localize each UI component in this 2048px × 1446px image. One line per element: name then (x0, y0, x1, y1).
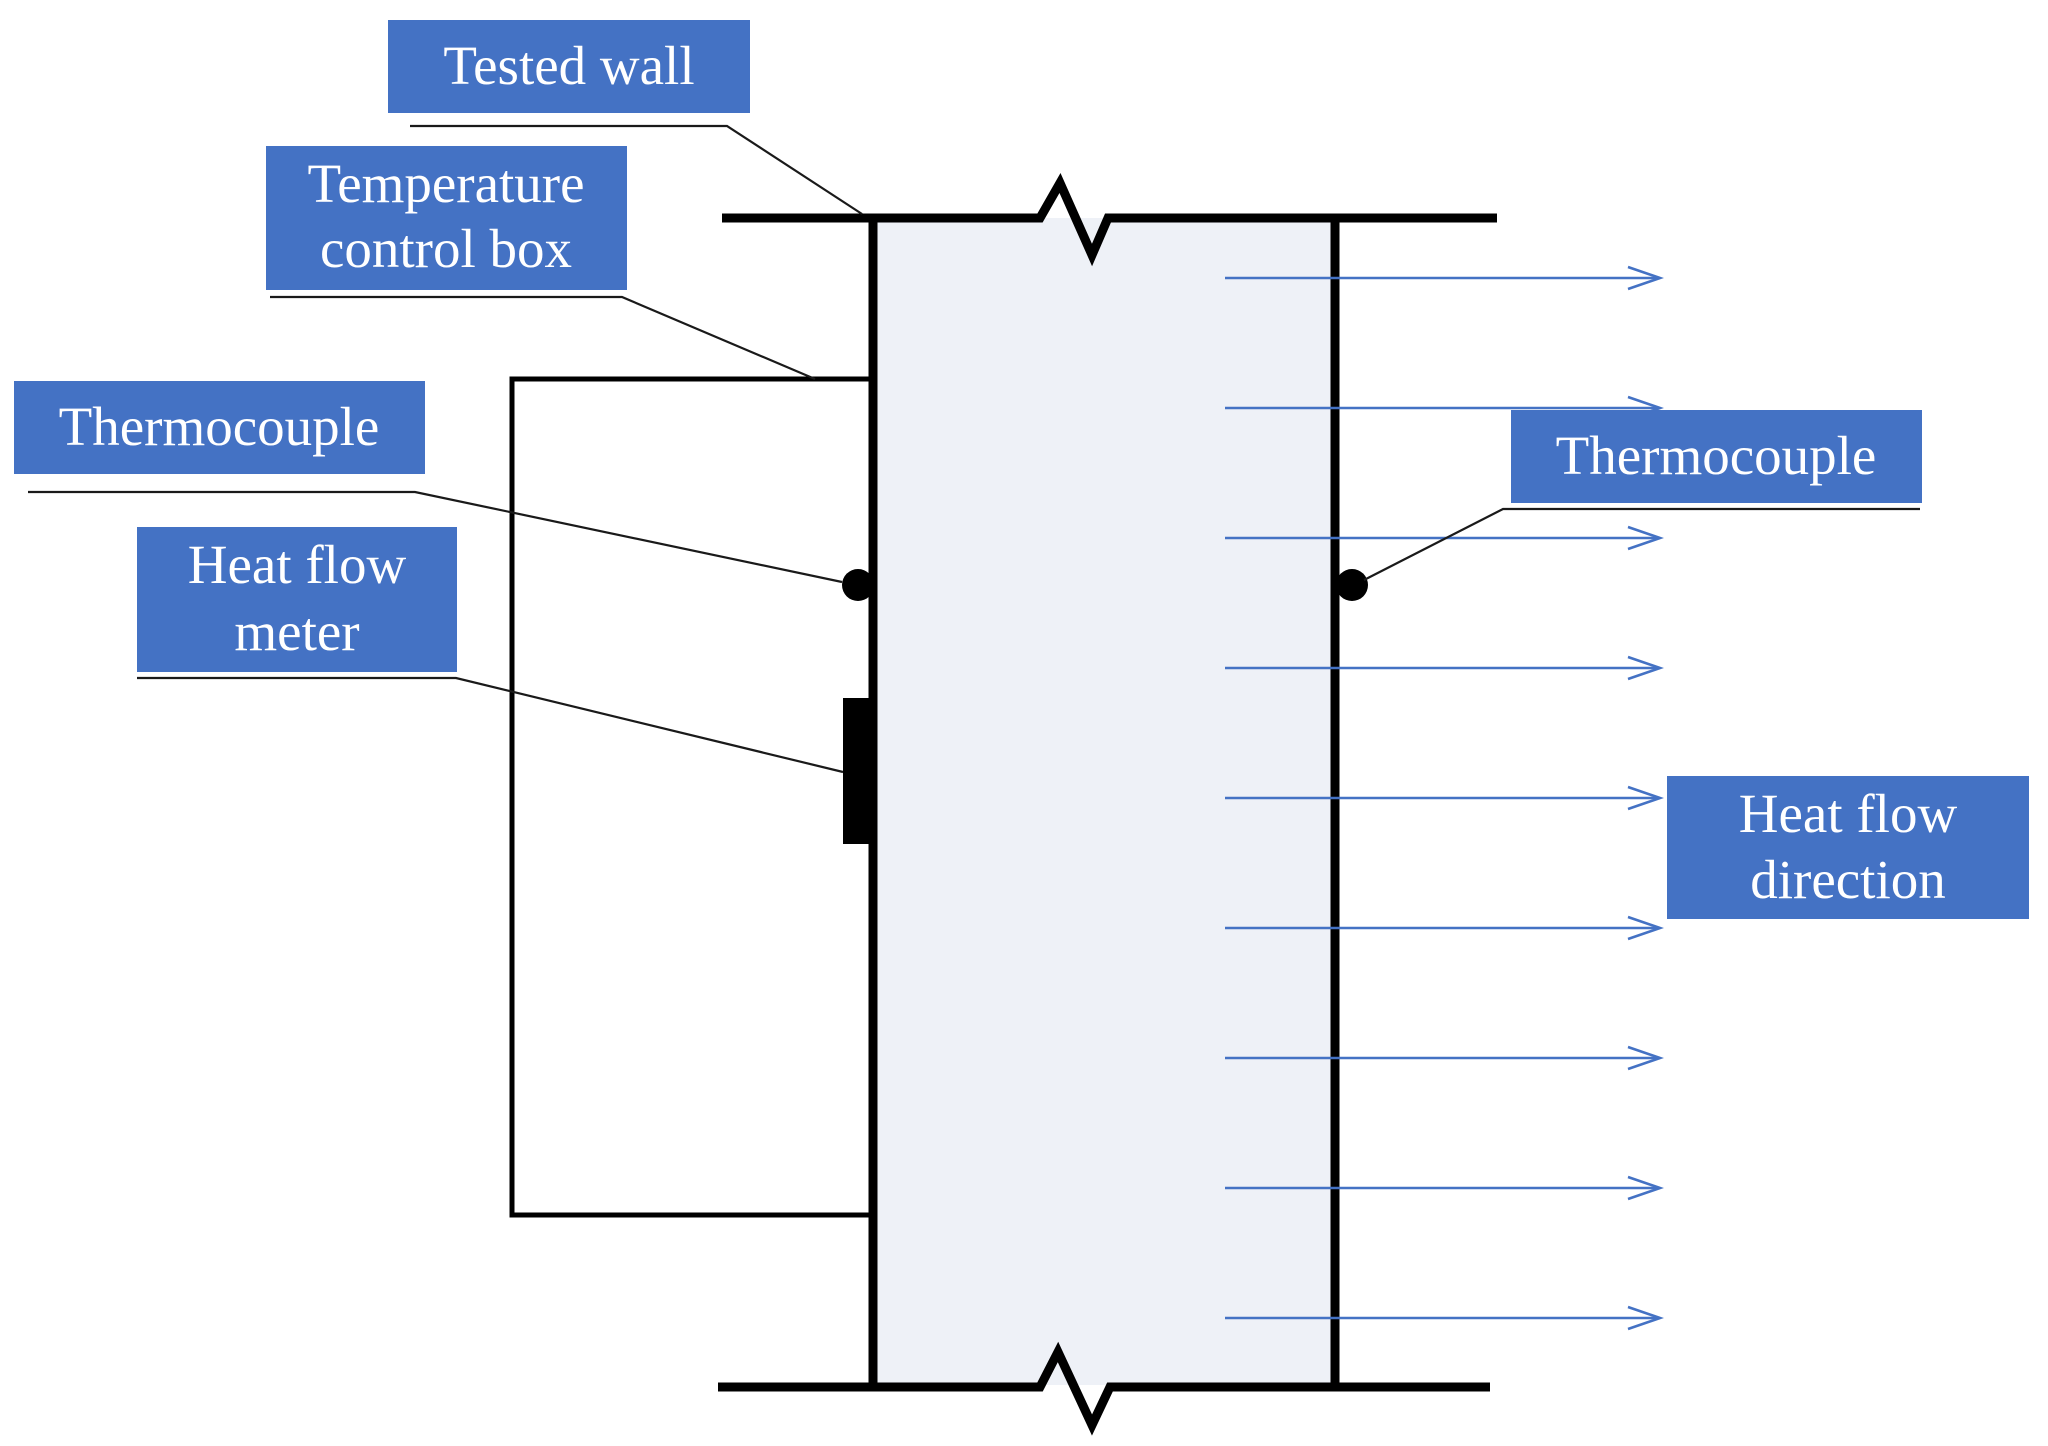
label-heat-flow-meter: Heat flow meter (137, 527, 457, 672)
heat-flow-arrow-head (1627, 265, 1664, 291)
heat-flow-arrows (1225, 265, 1664, 1331)
leader-temperature-control-box (270, 295, 816, 381)
svg-text:Thermocouple: Thermocouple (1556, 425, 1877, 486)
thermocouple-right-dot (1336, 569, 1368, 601)
heat-flow-arrow-head (1627, 525, 1664, 551)
thermocouple-left-dot (842, 569, 874, 601)
leader-tested-wall (410, 124, 863, 215)
svg-text:Tested wall: Tested wall (443, 35, 694, 96)
label-thermocouple-left: Thermocouple (14, 381, 425, 474)
leader-heat-flow-meter (137, 676, 844, 774)
heat-flow-arrow-head (1627, 915, 1664, 941)
heat-flow-arrow-head (1627, 1305, 1664, 1331)
label-heat-flow-direction: Heat flow direction (1667, 776, 2029, 919)
heat-flow-meter-line-1: Heat flow (188, 534, 407, 595)
temperature-control-box-line-2: control box (320, 218, 572, 279)
heat-flow-direction-line-1: Heat flow (1739, 783, 1958, 844)
svg-text:Thermocouple: Thermocouple (59, 396, 380, 457)
label-temperature-control-box: Temperature control box (266, 146, 627, 290)
temperature-control-box (509, 376, 873, 1218)
temperature-control-box-line-1: Temperature (307, 153, 584, 214)
top-break-line (722, 173, 1497, 267)
heat-flow-arrow-head (1627, 1175, 1664, 1201)
heat-flow-direction-line-2: direction (1750, 849, 1945, 910)
heat-flow-arrow-head (1627, 655, 1664, 681)
heat-flow-meter-sensor (843, 698, 873, 844)
leader-thermocouple-left (28, 490, 843, 584)
bottom-break-line (718, 1341, 1490, 1436)
tested-wall-body (873, 218, 1335, 1385)
heat-flow-arrow-head (1627, 785, 1664, 811)
label-tested-wall: Tested wall (388, 20, 750, 113)
heat-flow-arrow-head (1627, 1045, 1664, 1071)
label-thermocouple-right: Thermocouple (1511, 410, 1922, 503)
leader-thermocouple-right (1363, 507, 1920, 581)
heat-flow-meter-line-2: meter (234, 601, 359, 662)
